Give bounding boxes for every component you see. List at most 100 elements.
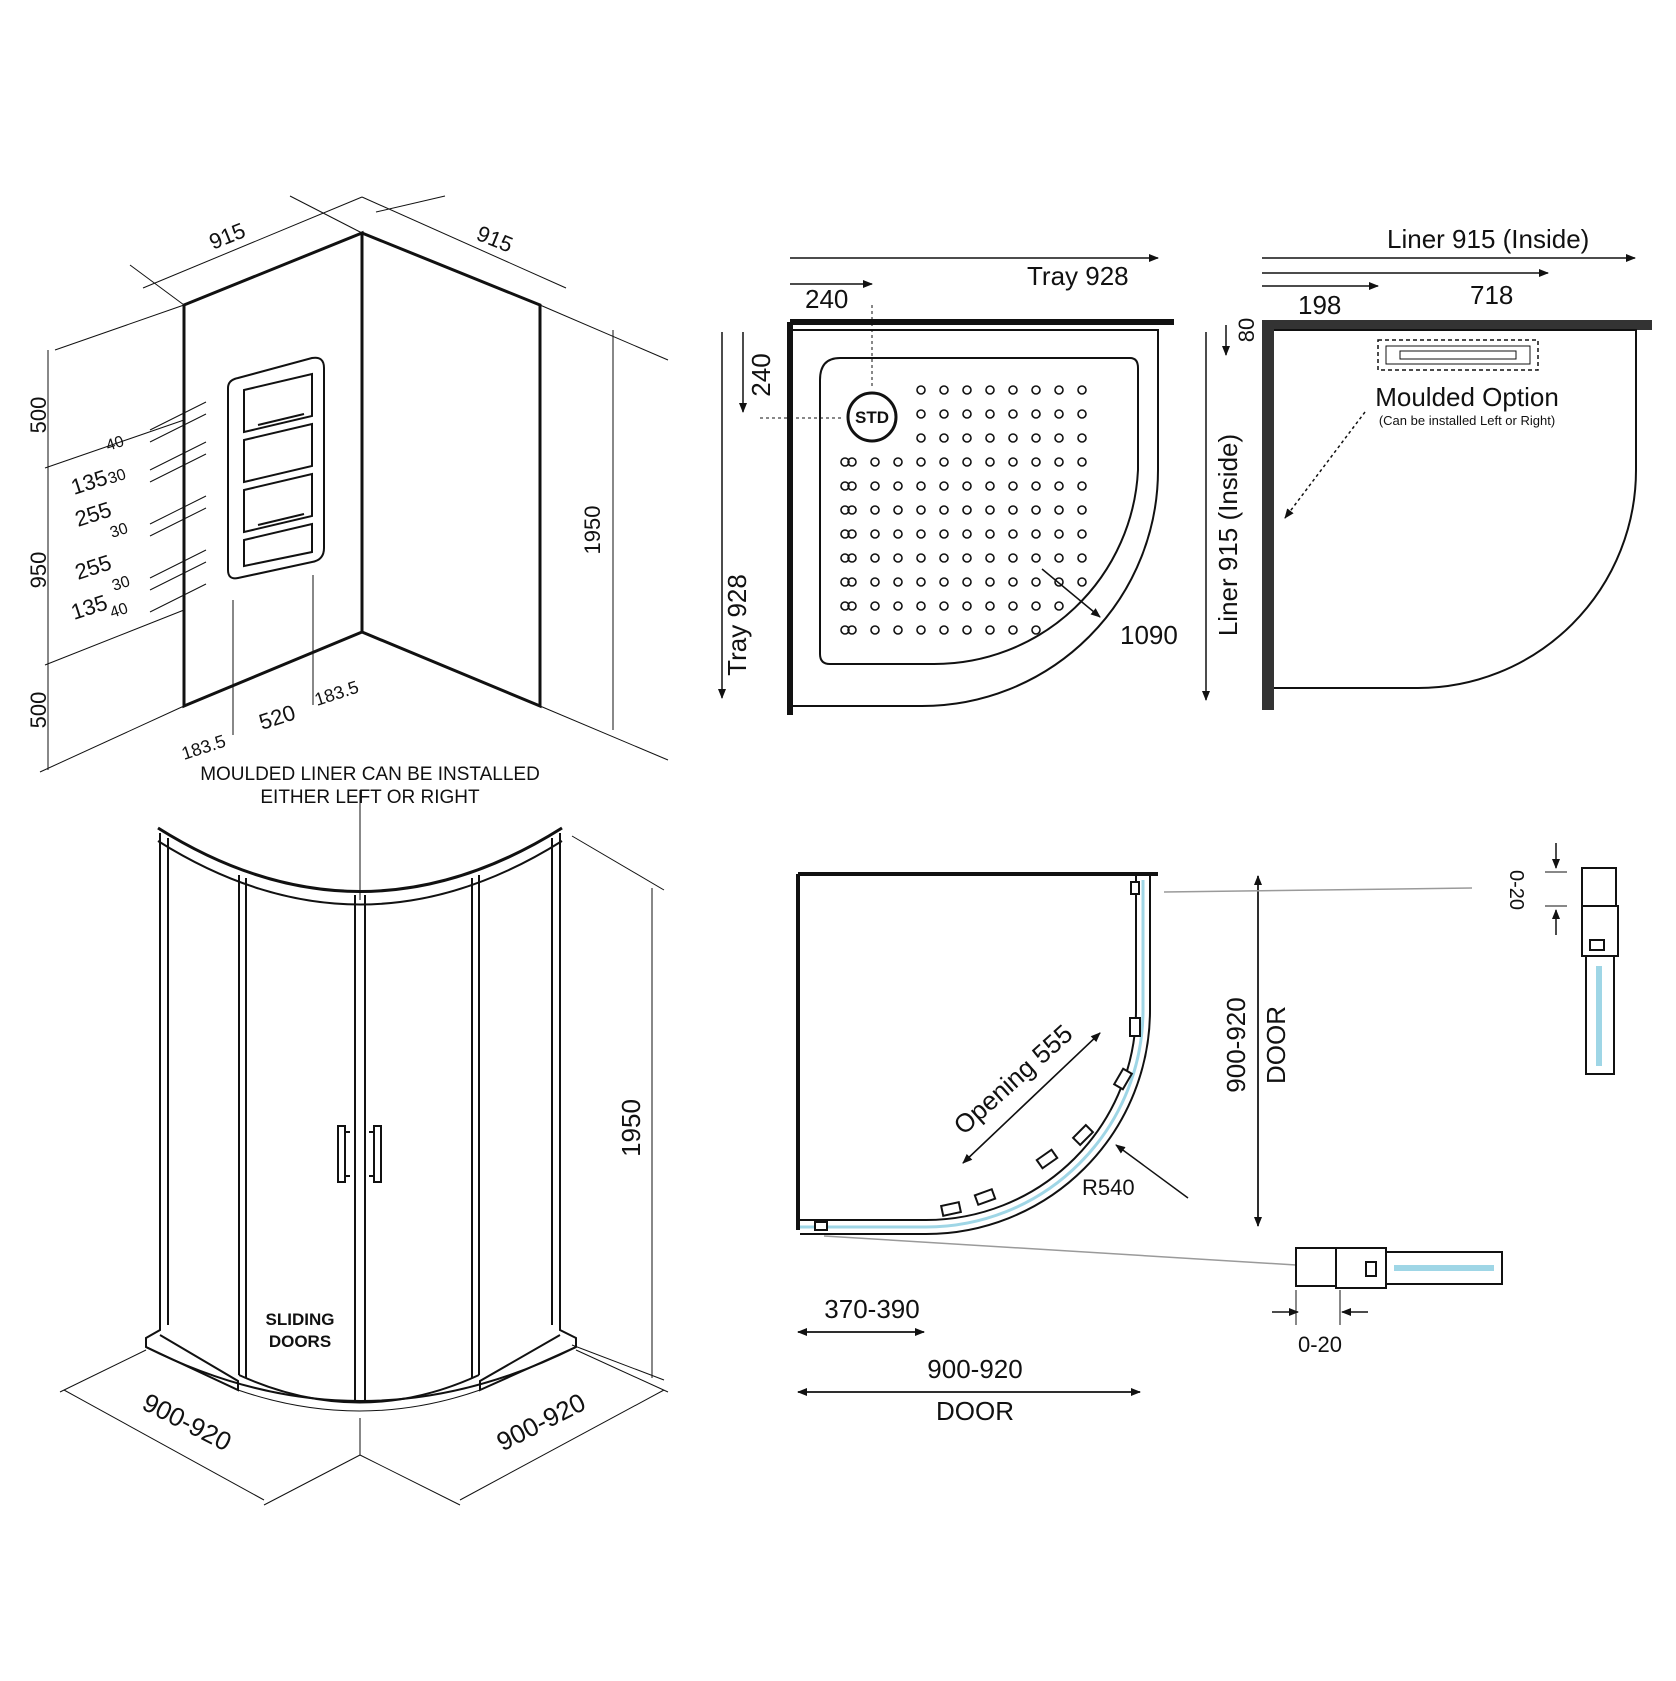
tray-waste-x: 240	[805, 284, 848, 314]
tray-dot	[1008, 553, 1018, 563]
dim-offset-left: 183.5	[179, 731, 228, 764]
tray-dot	[1031, 553, 1041, 563]
moulded-liner-module	[227, 356, 325, 580]
tray-dot	[916, 625, 926, 635]
tray-anti-slip-dots	[840, 385, 1087, 635]
tray-dot	[962, 553, 972, 563]
tray-dot	[1054, 409, 1064, 419]
tray-dot	[893, 601, 903, 611]
tray-dot	[939, 577, 949, 587]
tray-plan-view: Tray 928 240 240 Tray 928 STD 1090	[718, 254, 1178, 715]
tray-dot	[962, 385, 972, 395]
tray-depth-label: Tray 928	[722, 574, 752, 676]
dim-shelf-g: 30	[110, 573, 132, 595]
dim-width-right: 915	[473, 221, 516, 258]
tray-dot	[870, 529, 880, 539]
tray-dot	[962, 505, 972, 515]
tray-waste	[846, 391, 898, 443]
liner-option-title: Moulded Option	[1375, 382, 1559, 412]
liner-walls	[182, 230, 542, 709]
door-plan-dimension-arrows	[797, 843, 1560, 1396]
tray-dot	[916, 577, 926, 587]
tray-dot	[1031, 409, 1041, 419]
tray-dot	[1054, 553, 1064, 563]
dim-offset-right: 183.5	[312, 677, 361, 710]
tray-dot	[840, 505, 850, 515]
tray-dot	[1008, 505, 1018, 515]
dim-shelf-c: 30	[106, 466, 128, 488]
dim-h-bottom: 500	[26, 692, 51, 729]
tray-dot	[1031, 529, 1041, 539]
tray-dot	[916, 481, 926, 491]
tray-dot	[893, 505, 903, 515]
door-adjustment-details	[823, 867, 1619, 1325]
tray-dot	[1077, 577, 1087, 587]
tray-dot	[893, 625, 903, 635]
tray-dot	[939, 505, 949, 515]
tray-dot	[1031, 481, 1041, 491]
tray-dot	[1031, 505, 1041, 515]
liner-dimension-lines	[39, 195, 669, 773]
tray-dot	[916, 529, 926, 539]
door-depth-label: DOOR	[1261, 1006, 1291, 1084]
tray-dot	[840, 529, 850, 539]
dim-module-width: 520	[256, 700, 299, 735]
door-width: 900-920	[927, 1354, 1022, 1384]
tray-dot	[1031, 625, 1041, 635]
door-min-entry: 370-390	[824, 1294, 919, 1324]
tray-dot	[1077, 433, 1087, 443]
tray-dot	[962, 481, 972, 491]
tray-dot	[939, 529, 949, 539]
tray-dot	[939, 409, 949, 419]
tray-dot	[893, 577, 903, 587]
tray-dot	[1077, 385, 1087, 395]
tray-dot	[847, 553, 857, 563]
tray-dot	[1077, 553, 1087, 563]
tray-dot	[870, 481, 880, 491]
enclosure-width-left: 900-920	[138, 1387, 237, 1457]
tray-dot	[939, 385, 949, 395]
tray-dot	[962, 457, 972, 467]
tray-dot	[870, 577, 880, 587]
tray-dot	[870, 601, 880, 611]
tray-dot	[1031, 385, 1041, 395]
tray-outline	[760, 305, 1174, 715]
tray-dot	[985, 433, 995, 443]
enclosure-width-right: 900-920	[492, 1387, 591, 1457]
liner-option-note: (Can be installed Left or Right)	[1379, 413, 1555, 428]
tray-dot	[840, 601, 850, 611]
tray-dot	[962, 529, 972, 539]
tray-dot	[939, 457, 949, 467]
tray-dot	[916, 409, 926, 419]
tray-dot	[1077, 529, 1087, 539]
dim-height-total: 1950	[580, 506, 605, 555]
tray-dot	[1054, 505, 1064, 515]
tray-dot	[916, 553, 926, 563]
liner-plan-dimension-arrows	[1202, 254, 1636, 701]
tray-dot	[985, 481, 995, 491]
tray-dot	[916, 385, 926, 395]
liner-note-line1: MOULDED LINER CAN BE INSTALLED	[200, 764, 540, 785]
tray-dot	[1008, 433, 1018, 443]
tray-dot	[870, 625, 880, 635]
tray-dot	[939, 625, 949, 635]
tray-dot	[1077, 505, 1087, 515]
tray-dot	[847, 577, 857, 587]
dim-shelf-h: 135	[68, 590, 111, 625]
liner-note-line2: EITHER LEFT OR RIGHT	[260, 787, 480, 808]
tray-dot	[1054, 457, 1064, 467]
tray-dot	[847, 601, 857, 611]
tray-width-label: Tray 928	[1027, 261, 1129, 291]
tray-dot	[840, 577, 850, 587]
tray-dot	[840, 481, 850, 491]
tray-dot	[847, 625, 857, 635]
tray-dot	[939, 553, 949, 563]
tray-dot	[939, 481, 949, 491]
tray-waste-label: STD	[855, 408, 889, 427]
liner-plan-view: Liner 915 (Inside) 198 718 80 Liner 915 …	[1202, 224, 1652, 710]
liner-3d-view: 915 915 1950 500 950 500 40 135 30 255 3…	[26, 195, 669, 808]
tray-dot	[1054, 385, 1064, 395]
tray-dot	[840, 457, 850, 467]
tray-dot	[985, 505, 995, 515]
